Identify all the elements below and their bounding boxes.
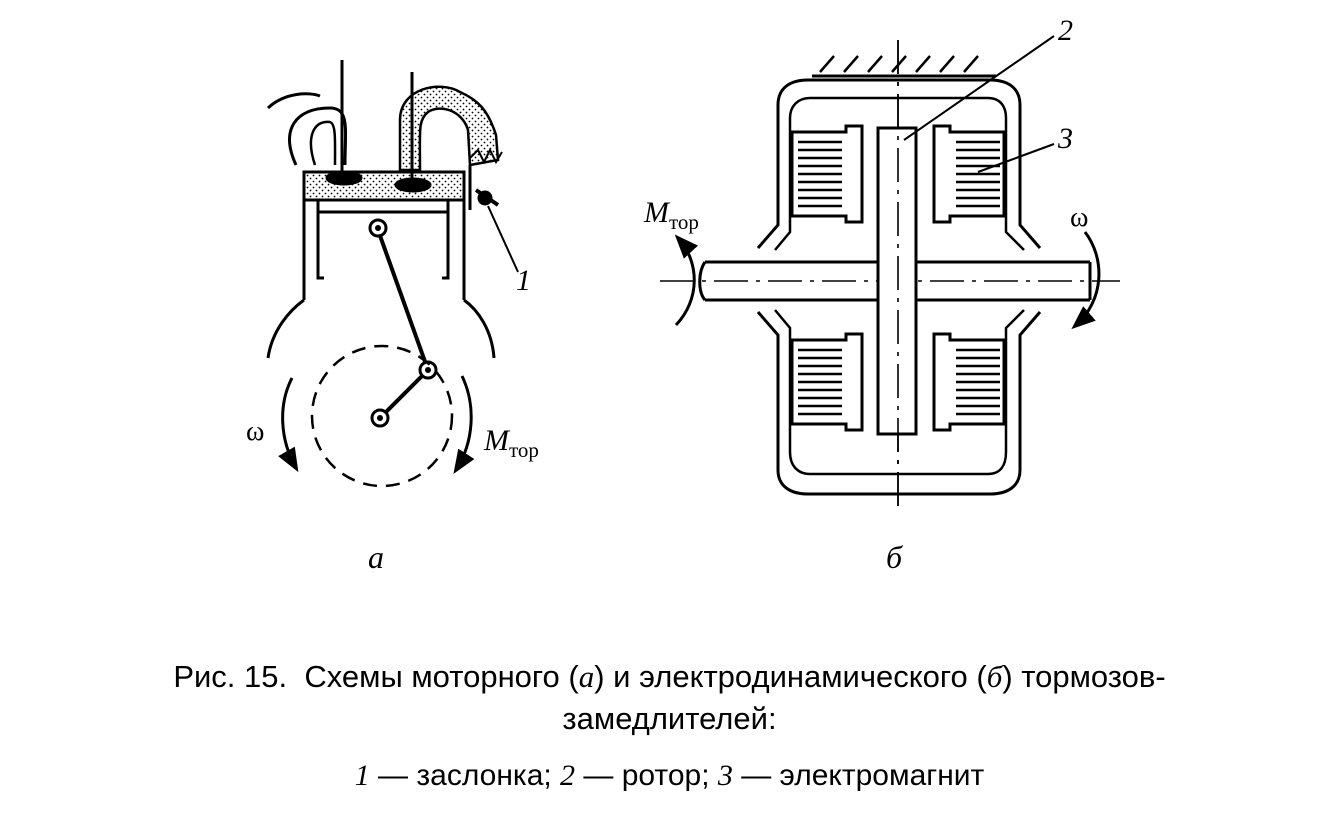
- connecting-rod: [376, 229, 430, 371]
- coil-lr: [956, 348, 1000, 416]
- torque-label-b-main: M: [643, 196, 671, 229]
- omega-label-b: ω: [1070, 202, 1088, 233]
- crank-circle: [310, 344, 454, 488]
- retarder-diagram: [660, 35, 1120, 512]
- coil-ur: [956, 140, 1000, 208]
- magnet-core-ul: [790, 124, 864, 224]
- coil-ul: [798, 140, 842, 208]
- housing-outer-upper: [756, 78, 1042, 249]
- torque-label-b-sub: тор: [669, 210, 699, 234]
- legend-3-num: 3: [717, 759, 733, 792]
- caption-title-a: а: [578, 659, 595, 694]
- intake-valve-head: [325, 170, 363, 186]
- coil-ll: [798, 348, 842, 416]
- torque-label-a-main: M: [483, 424, 511, 457]
- legend-1-text: — заслонка;: [369, 759, 561, 792]
- engine-brake-diagram: [266, 60, 519, 488]
- torque-label-b: Mтор: [643, 196, 699, 234]
- rotor-disk: [876, 126, 918, 436]
- housing-inner-lower: [774, 309, 1025, 476]
- piston: [316, 198, 450, 280]
- exhaust-gas: [398, 85, 500, 172]
- caption-fig-prefix: Рис. 15.: [173, 659, 288, 694]
- magnet-core-ur: [932, 124, 1006, 224]
- caption-title-part3: ) тормозов-: [1002, 659, 1166, 694]
- legend-1-num: 1: [354, 759, 370, 792]
- shaft-left-end: [698, 261, 707, 301]
- caption-title-b: б: [986, 659, 1003, 694]
- callout-3-label: 3: [1057, 122, 1073, 155]
- sublabel-a: а: [368, 539, 384, 575]
- crankcase-right: [463, 298, 496, 359]
- housing-outer-lower: [756, 311, 1042, 496]
- caption-legend: 1 — заслонка; 2 — ротор; 3 — электромагн…: [0, 757, 1339, 795]
- intake-pipe-inner: [309, 120, 337, 166]
- diagram-a-labels: ω Mтор 1 а: [246, 264, 539, 575]
- omega-arrow-b: [1071, 231, 1101, 330]
- legend-2-num: 2: [560, 759, 576, 792]
- caption-title-part2: ) и электродинамического (: [594, 659, 987, 694]
- callout-3-leader: [977, 143, 1055, 173]
- omega-arrow-a: [278, 377, 299, 473]
- torque-label-a: Mтор: [483, 424, 539, 462]
- omega-label-a: ω: [246, 416, 264, 447]
- flap-plate: [474, 188, 500, 207]
- callout-2-leader: [903, 35, 1055, 141]
- legend-2-text: — ротор;: [575, 759, 718, 792]
- torque-arrow-a: [453, 375, 475, 475]
- caption-title: Рис. 15. Схемы моторного (а) и электроди…: [0, 658, 1339, 696]
- caption-title-line2: замедлителей:: [0, 700, 1339, 738]
- flap-spring: [469, 147, 503, 165]
- crank-arm: [378, 368, 430, 420]
- torque-arrow-b: [674, 234, 699, 327]
- caption-title-part1: Схемы моторного (: [304, 659, 579, 694]
- diagram-b-labels: Mтор ω 2 3 б: [643, 14, 1088, 575]
- legend-3-text: — электромагнит: [732, 759, 985, 792]
- exhaust-valve-head: [394, 177, 432, 193]
- torque-label-a-sub: тор: [509, 438, 539, 462]
- callout-1-leader: [487, 205, 519, 273]
- sublabel-b: б: [886, 539, 903, 575]
- crankcase-left: [266, 298, 305, 359]
- callout-2-label: 2: [1058, 14, 1073, 47]
- intake-flow-arrow: [266, 92, 321, 110]
- intake-pipe: [288, 106, 348, 166]
- callout-1-label: 1: [516, 264, 531, 297]
- magnet-core-ll: [790, 332, 864, 432]
- mounting-hatch: [812, 55, 996, 78]
- housing-inner-upper: [774, 96, 1025, 251]
- magnet-core-lr: [932, 332, 1006, 432]
- caption-title-line2-text: замедлителей:: [562, 701, 777, 736]
